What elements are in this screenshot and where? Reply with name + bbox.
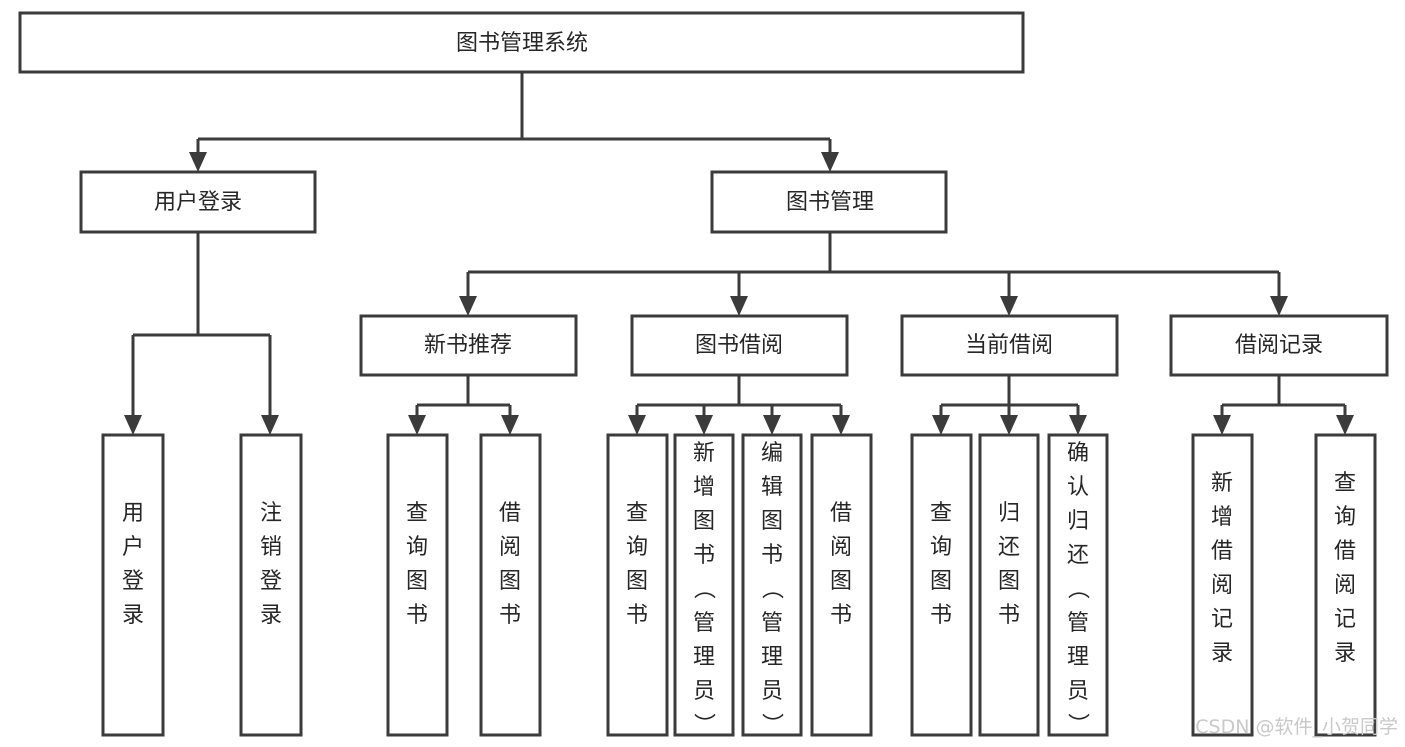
node-book-manage-box[interactable] — [710, 170, 948, 234]
node-leaf-query-book-1-label: 查询图书 — [406, 501, 428, 628]
node-leaf-add-book-box[interactable] — [673, 433, 735, 737]
node-user-login[interactable]: 用户登录 — [79, 170, 317, 234]
arrow-head-new-book-recommend — [459, 296, 477, 316]
node-leaf-add-record-box[interactable] — [1191, 433, 1254, 737]
node-leaf-add-book-label: 新增图书（管理员） — [693, 441, 716, 738]
node-leaf-query-record-label: 查询借阅记录 — [1334, 471, 1356, 666]
node-book-borrow[interactable]: 图书借阅 — [630, 314, 849, 377]
node-new-book-recommend-label: 新书推荐 — [424, 333, 512, 358]
node-leaf-logout-login[interactable]: 注销登录 — [239, 433, 303, 737]
node-leaf-user-login-label: 用户登录 — [122, 501, 144, 628]
arrow-head-leaf-confirm-return — [1069, 415, 1087, 435]
arrow-head-leaf-add-book — [695, 415, 713, 435]
node-leaf-query-record-box[interactable] — [1314, 433, 1377, 737]
node-leaf-query-book-2-label: 查询图书 — [626, 501, 648, 628]
arrow-head-borrow-record — [1270, 296, 1288, 316]
arrow-head-leaf-query-book-1 — [408, 415, 426, 435]
node-leaf-borrow-book-1-label: 借阅图书 — [499, 501, 521, 628]
node-leaf-borrow-book-2[interactable]: 借阅图书 — [810, 433, 873, 737]
node-leaf-edit-book[interactable]: 编辑图书（管理员） — [741, 433, 803, 738]
arrow-head-leaf-query-book-2 — [628, 415, 646, 435]
node-current-borrow-label: 当前借阅 — [965, 333, 1053, 358]
node-leaf-query-book-1-box[interactable] — [386, 433, 449, 737]
node-leaf-logout-login-label: 注销登录 — [260, 501, 282, 628]
node-new-book-recommend-box[interactable] — [359, 314, 578, 377]
arrow-head-book-borrow — [730, 296, 748, 316]
arrow-head-leaf-borrow-book-2 — [832, 415, 850, 435]
node-leaf-return-book[interactable]: 归还图书 — [978, 433, 1040, 737]
arrow-head-leaf-user-login — [124, 415, 142, 435]
arrow-head-leaf-borrow-book-1 — [501, 415, 519, 435]
node-root-label: 图书管理系统 — [456, 31, 588, 56]
node-borrow-record-label: 借阅记录 — [1235, 333, 1323, 358]
node-new-book-recommend[interactable]: 新书推荐 — [359, 314, 578, 377]
arrow-head-leaf-query-book-3 — [932, 415, 950, 435]
arrow-head-current-borrow — [1000, 296, 1018, 316]
arrow-head-book-manage — [821, 152, 839, 172]
node-current-borrow[interactable]: 当前借阅 — [900, 314, 1119, 377]
node-leaf-query-book-3-label: 查询图书 — [930, 501, 952, 628]
node-leaf-query-book-3[interactable]: 查询图书 — [910, 433, 973, 737]
node-leaf-borrow-book-1[interactable]: 借阅图书 — [479, 433, 542, 737]
node-leaf-confirm-return[interactable]: 确认归还（管理员） — [1047, 433, 1109, 738]
arrow-head-leaf-edit-book — [763, 415, 781, 435]
node-leaf-user-login-box[interactable] — [101, 433, 165, 737]
arrow-head-leaf-return-book — [1000, 415, 1018, 435]
node-book-borrow-label: 图书借阅 — [695, 333, 783, 358]
node-user-login-box[interactable] — [79, 170, 317, 234]
node-leaf-logout-login-box[interactable] — [239, 433, 303, 737]
node-borrow-record-box[interactable] — [1169, 314, 1389, 377]
node-leaf-confirm-return-label: 确认归还（管理员） — [1067, 441, 1090, 738]
arrow-head-leaf-add-record — [1213, 415, 1231, 435]
node-leaf-add-record-label: 新增借阅记录 — [1211, 471, 1233, 666]
node-leaf-borrow-book-2-box[interactable] — [810, 433, 873, 737]
node-leaf-edit-book-box[interactable] — [741, 433, 803, 737]
node-leaf-return-book-label: 归还图书 — [998, 501, 1020, 628]
connector-layer — [124, 72, 1354, 435]
node-leaf-query-book-1[interactable]: 查询图书 — [386, 433, 449, 737]
arrow-head-user-login — [189, 152, 207, 172]
node-current-borrow-box[interactable] — [900, 314, 1119, 377]
node-leaf-add-record[interactable]: 新增借阅记录 — [1191, 433, 1254, 737]
node-user-login-label: 用户登录 — [154, 190, 242, 215]
node-book-manage[interactable]: 图书管理 — [710, 170, 948, 234]
node-root[interactable]: 图书管理系统 — [18, 11, 1025, 74]
watermark-label: CSDN @软件_小贺同学 — [1195, 716, 1398, 738]
node-leaf-user-login[interactable]: 用户登录 — [101, 433, 165, 737]
node-leaf-return-book-box[interactable] — [978, 433, 1040, 737]
node-leaf-borrow-book-1-box[interactable] — [479, 433, 542, 737]
node-leaf-confirm-return-box[interactable] — [1047, 433, 1109, 737]
node-book-manage-label: 图书管理 — [786, 190, 874, 215]
node-leaf-edit-book-label: 编辑图书（管理员） — [761, 441, 784, 738]
arrow-head-leaf-logout-login — [261, 415, 279, 435]
node-leaf-query-record[interactable]: 查询借阅记录 — [1314, 433, 1377, 737]
node-leaf-query-book-3-box[interactable] — [910, 433, 973, 737]
node-leaf-query-book-2-box[interactable] — [606, 433, 669, 737]
node-root-box[interactable] — [18, 11, 1025, 74]
node-book-borrow-box[interactable] — [630, 314, 849, 377]
node-borrow-record[interactable]: 借阅记录 — [1169, 314, 1389, 377]
arrow-head-leaf-query-record — [1336, 415, 1354, 435]
node-leaf-query-book-2[interactable]: 查询图书 — [606, 433, 669, 737]
node-leaf-borrow-book-2-label: 借阅图书 — [830, 501, 852, 628]
node-leaf-add-book[interactable]: 新增图书（管理员） — [673, 433, 735, 738]
